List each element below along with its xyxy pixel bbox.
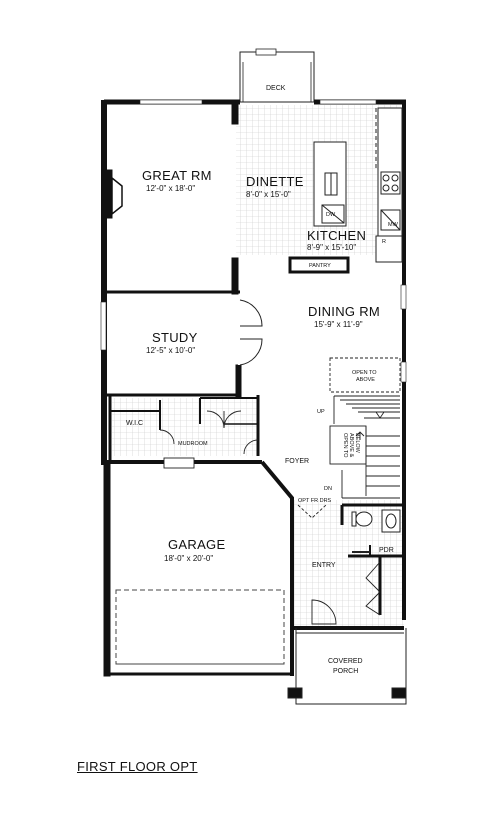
r-label: R: [382, 239, 386, 245]
opt-fr-drs-label: OPT FR DRS: [298, 498, 332, 504]
great-rm-name: GREAT RM: [142, 168, 212, 183]
study-name: STUDY: [152, 330, 198, 345]
interior-walls: [103, 101, 404, 615]
open-above-below-line3: BELOW: [354, 433, 360, 454]
open-above-below-line1: OPEN TO: [342, 433, 348, 458]
dn-label: DN: [324, 486, 332, 492]
study-doors: [238, 299, 263, 366]
kitchen-name: KITCHEN: [307, 228, 366, 243]
garage-door-outline: [115, 589, 285, 665]
windows: [100, 99, 407, 383]
dining-rm-name: DINING RM: [308, 304, 380, 319]
garage-name: GARAGE: [168, 537, 225, 552]
kitchen-dims: 8'-9" x 15'-10": [307, 243, 356, 252]
floor-caption: FIRST FLOOR OPT: [77, 759, 198, 774]
up-label: UP: [317, 409, 325, 415]
dinette-dims: 8'-0" x 15'-0": [246, 190, 291, 199]
entry-label: ENTRY: [312, 562, 336, 569]
garage-dims: 18'-0" x 20'-0": [164, 554, 213, 563]
covered-porch-line1: COVERED: [328, 658, 363, 665]
mudroom-doors: [159, 410, 259, 469]
foyer-label: FOYER: [285, 458, 309, 465]
study-dims: 12'-5" x 10'-0": [146, 346, 195, 355]
tile-mudroom: [112, 398, 258, 456]
great-rm-dims: 12'-0" x 18'-0": [146, 184, 195, 193]
pdr-label: PDR: [379, 547, 394, 554]
mw-label: MW: [388, 222, 399, 228]
dinette-name: DINETTE: [246, 174, 304, 189]
toilet-icon: [355, 511, 373, 527]
mudroom-label: MUDROOM: [178, 441, 208, 447]
covered-porch-line2: PORCH: [333, 668, 358, 675]
kitchen-fixtures: [313, 107, 403, 263]
pantry-label: PANTRY: [309, 263, 331, 269]
entry-doors: [297, 504, 381, 625]
fridge: [375, 235, 403, 263]
dining-rm-dims: 15'-9" x 11'-9": [314, 320, 363, 329]
open-to-above-line2: ABOVE: [356, 377, 375, 383]
wic-label: W.I.C: [126, 420, 143, 427]
dw-label: DW: [326, 212, 336, 218]
open-above-below-line2: ABOVE &: [348, 433, 354, 457]
deck-label: DECK: [266, 85, 286, 92]
covered-porch: [287, 628, 407, 705]
staircase: [329, 357, 401, 499]
deck: DECK: [239, 48, 315, 103]
open-to-above-line1: OPEN TO: [352, 370, 377, 376]
powder-room-fixtures: [351, 509, 401, 533]
